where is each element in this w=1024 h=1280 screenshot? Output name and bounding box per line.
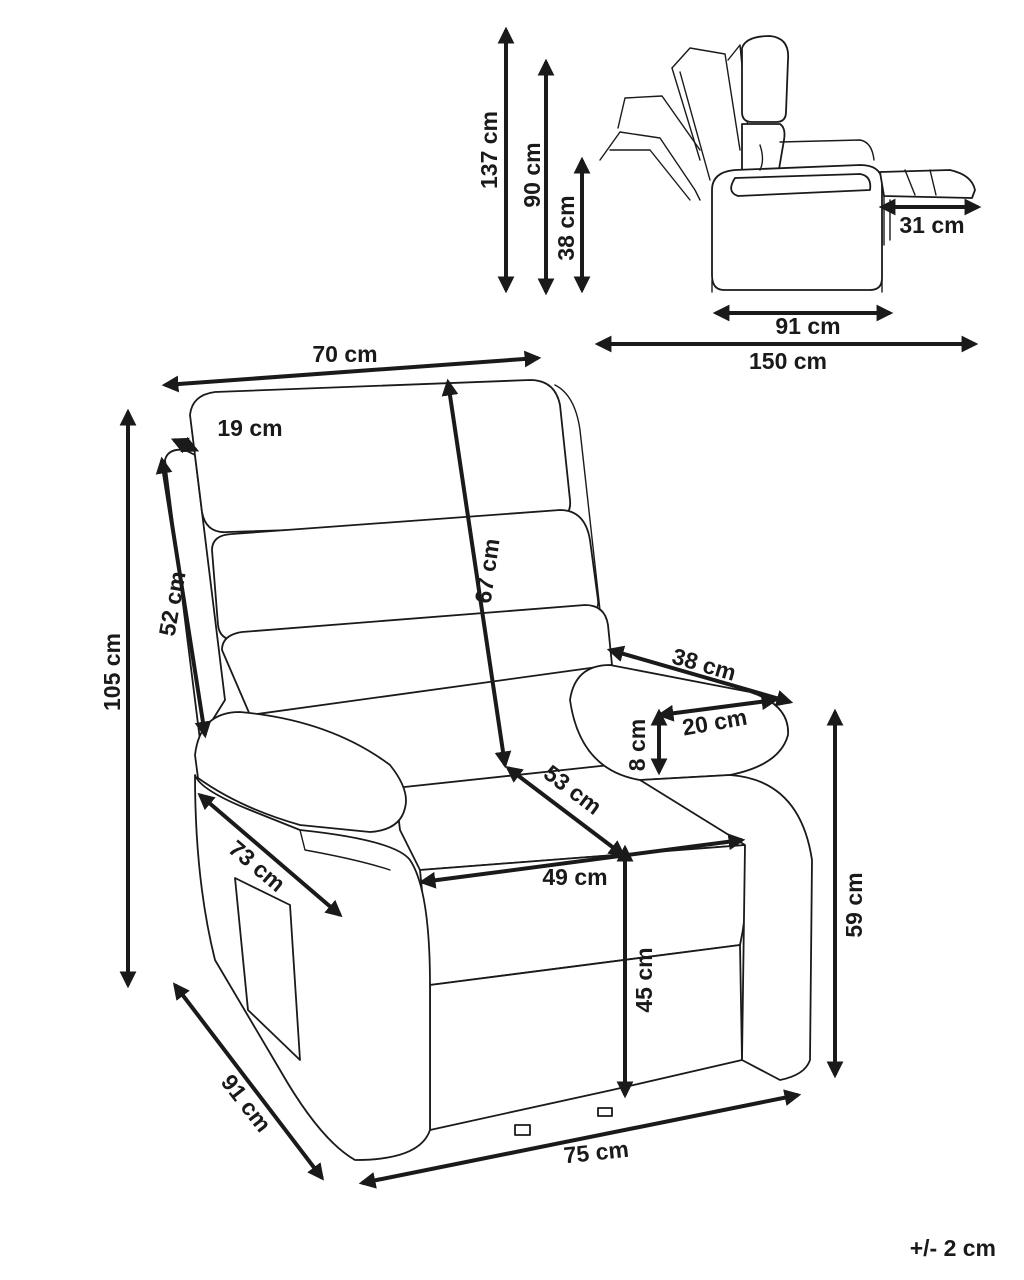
back-side-52-label: 52 cm: [154, 569, 191, 638]
drawing-stroke: [514, 1124, 531, 1136]
headrest-19-label: 19 cm: [217, 415, 282, 441]
drawing-stroke: [554, 384, 601, 611]
tolerance-note: +/- 2 cm: [910, 1235, 996, 1261]
drawing-stroke: [741, 123, 786, 176]
drawing-stroke: [671, 67, 701, 161]
depth-91-front-line: [172, 982, 325, 1181]
drawing-stroke: [597, 1107, 613, 1117]
seat-width-49-label: 49 cm: [542, 864, 607, 890]
drawing-stroke: [599, 131, 701, 201]
drawing-stroke: [617, 95, 701, 151]
depth-150-label: 150 cm: [749, 348, 827, 374]
drawing-stroke: [904, 169, 937, 196]
drawing-stroke: [639, 774, 813, 1081]
width-75-line: [358, 1089, 802, 1189]
drawing-stroke: [711, 164, 883, 291]
back-side-52-line: [155, 456, 212, 739]
drawing-stroke: [741, 35, 790, 123]
height-105-label: 105 cm: [99, 633, 125, 711]
side-view-drawing: [599, 35, 976, 293]
width-70-line: [161, 350, 542, 393]
height-90-label: 90 cm: [519, 142, 545, 207]
depth-91-label: 91 cm: [775, 313, 840, 339]
width-70-label: 70 cm: [312, 341, 377, 367]
drawing-stroke: [883, 195, 891, 246]
drawing-stroke: [189, 379, 572, 534]
drawing-stroke: [569, 664, 789, 781]
drawing-stroke: [879, 169, 976, 199]
drawing-stroke: [221, 604, 613, 716]
drawing-stroke: [609, 149, 691, 201]
drawing-stroke: [759, 144, 764, 171]
headrest-19-line: [170, 436, 200, 454]
width-75-label: 75 cm: [562, 1136, 630, 1169]
front-view-drawing: [164, 379, 813, 1161]
armrest-8-label: 8 cm: [624, 719, 650, 771]
side-73-line: [197, 792, 343, 918]
height-38-label: 38 cm: [553, 195, 579, 260]
footrest-31-label: 31 cm: [899, 212, 964, 238]
drawing-stroke: [730, 173, 872, 197]
seat-width-49-line: [418, 833, 746, 889]
armrest-38-line: [606, 645, 794, 707]
side-view-dimensions: 137 cm 90 cm 38 cm 31 cm 91 cm 150 cm: [476, 26, 982, 374]
backrest-67-line: [441, 378, 512, 769]
armrest-20-line: [656, 693, 779, 722]
drawing-stroke: [779, 139, 875, 161]
drawing-stroke: [711, 279, 883, 293]
seat-height-45-label: 45 cm: [631, 947, 657, 1012]
drawing-stroke: [671, 47, 741, 151]
height-137-label: 137 cm: [476, 111, 502, 189]
arm-height-59-label: 59 cm: [841, 872, 867, 937]
drawing-stroke: [679, 71, 711, 181]
